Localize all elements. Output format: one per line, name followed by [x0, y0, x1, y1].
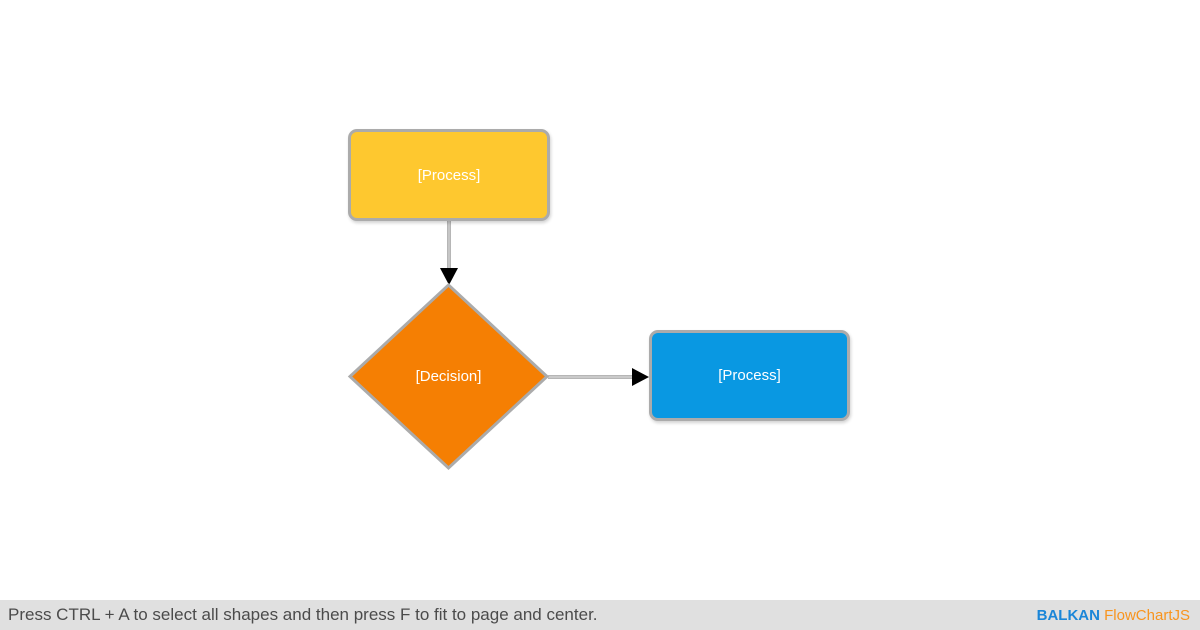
decision-node-shape[interactable]: [347, 282, 550, 471]
arrowhead-down-icon: [440, 268, 458, 285]
connector-layer: [347, 221, 649, 471]
link-process1-to-decision[interactable]: [440, 221, 458, 285]
process-node-right-label: [Process]: [718, 367, 781, 384]
status-hint-text: Press CTRL + A to select all shapes and …: [8, 605, 598, 624]
status-bar: Press CTRL + A to select all shapes and …: [0, 600, 1200, 630]
process-node-top-label: [Process]: [417, 166, 481, 184]
process-node-top[interactable]: [Process]: [348, 129, 550, 221]
brand-flowchartjs-label[interactable]: FlowChartJS: [1104, 606, 1190, 624]
brand-link[interactable]: BALKAN FlowChartJS: [1037, 607, 1190, 624]
arrowhead-right-icon: [632, 368, 649, 386]
process-node-right[interactable]: [Process]: [649, 330, 850, 421]
brand-balkan-label[interactable]: BALKAN: [1036, 606, 1100, 624]
link-decision-to-process2[interactable]: [548, 368, 649, 386]
flowchart-canvas[interactable]: [Process] [Decision] [Process]: [0, 0, 1200, 600]
